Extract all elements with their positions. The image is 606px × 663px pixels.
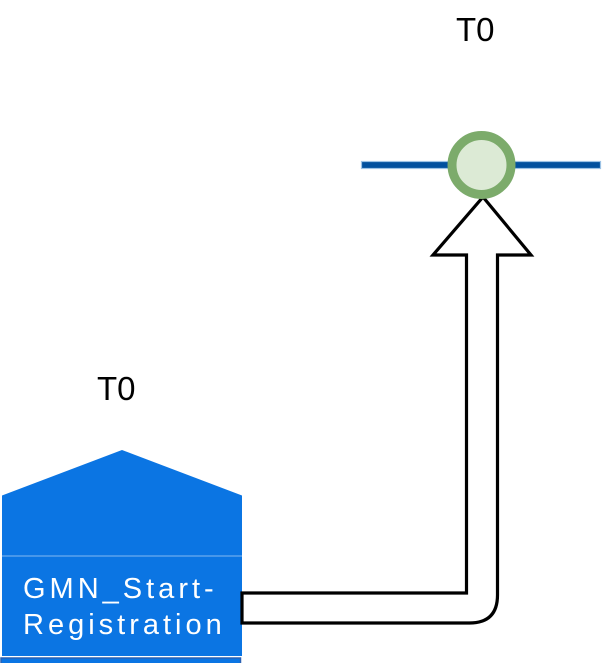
process-node-strip: [0, 657, 242, 663]
source-node-time-label: T0: [97, 370, 136, 407]
timeline-event-time-label: T0: [456, 11, 495, 48]
up-arrow-connector[interactable]: [240, 194, 535, 625]
process-node-pentagon[interactable]: [2, 450, 242, 656]
source-node-name-label: GMN_Start- Registration: [23, 573, 226, 641]
timeline-event-circle[interactable]: [447, 131, 516, 199]
